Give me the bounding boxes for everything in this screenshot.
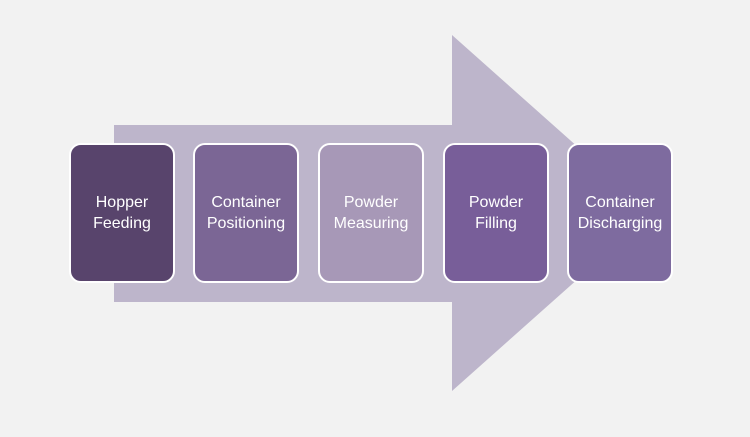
step-label: Powder Filling <box>468 194 524 232</box>
step-container-discharging: Container Discharging <box>567 143 673 283</box>
step-container-positioning: Container Positioning <box>193 143 299 283</box>
step-powder-measuring: Powder Measuring <box>318 143 424 283</box>
step-hopper-feeding: Hopper Feeding <box>69 143 175 283</box>
step-label: Container Positioning <box>206 194 286 232</box>
step-label: Powder Measuring <box>333 194 409 232</box>
step-powder-filling: Powder Filling <box>443 143 549 283</box>
step-label: Hopper Feeding <box>93 194 151 232</box>
step-label: Container Discharging <box>577 194 663 232</box>
